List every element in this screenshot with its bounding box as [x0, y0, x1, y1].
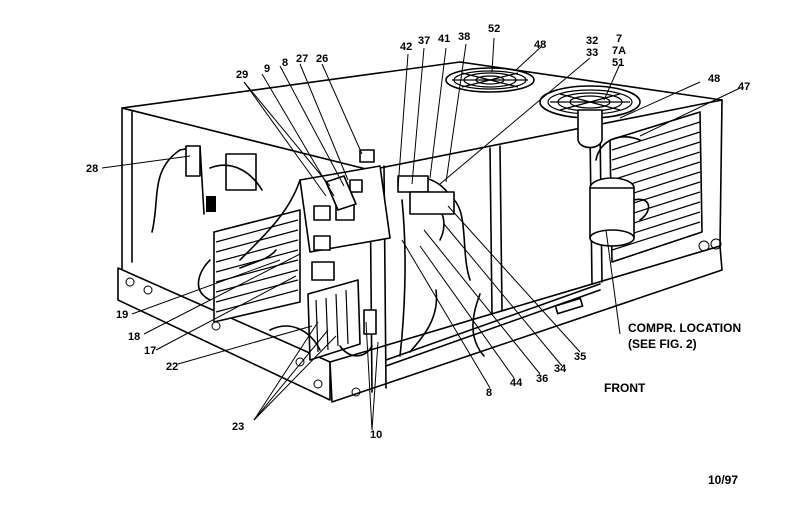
- callout-26: 26: [316, 53, 328, 65]
- callout-17: 17: [144, 345, 156, 357]
- control-box: [299, 149, 391, 281]
- callout-18: 18: [128, 331, 140, 343]
- callout-48-right: 48: [708, 73, 720, 85]
- leader-lines: [101, 37, 741, 431]
- callout-38: 38: [458, 31, 470, 43]
- callout-47: 47: [738, 81, 750, 93]
- callout-10: 10: [370, 429, 382, 441]
- callout-52: 52: [488, 23, 500, 35]
- callout-27: 27: [296, 53, 308, 65]
- notes: COMPR. LOCATION (SEE FIG. 2) FRONT 10/97: [604, 321, 741, 487]
- callout-23: 23: [232, 421, 244, 433]
- callout-28: 28: [86, 163, 98, 175]
- callout-51: 51: [612, 57, 624, 69]
- date-code: 10/97: [708, 473, 738, 487]
- callout-48-top: 48: [534, 39, 546, 51]
- callout-29: 29: [236, 69, 248, 81]
- compressor: [589, 136, 650, 247]
- callout-35: 35: [574, 351, 586, 363]
- callout-7: 7: [616, 33, 622, 45]
- burner-section: [269, 279, 377, 361]
- compressor-location-note: COMPR. LOCATION: [628, 321, 741, 335]
- blower-assembly: [397, 175, 485, 357]
- callout-labels: 52 48 32 33 7 7A 51 48 47 42 37 41 38 29…: [86, 23, 750, 441]
- callout-37: 37: [418, 35, 430, 47]
- condenser-fan: [539, 85, 641, 149]
- left-compartment: [151, 145, 301, 323]
- callout-42: 42: [400, 41, 412, 53]
- callout-8-top: 8: [282, 57, 288, 69]
- callout-7a: 7A: [612, 45, 626, 57]
- callout-32: 32: [586, 35, 598, 47]
- top-fan-grille: [445, 67, 535, 93]
- callout-19: 19: [116, 309, 128, 321]
- callout-33: 33: [586, 47, 598, 59]
- callout-36: 36: [536, 373, 548, 385]
- callout-9: 9: [264, 63, 270, 75]
- callout-22: 22: [166, 361, 178, 373]
- front-label: FRONT: [604, 381, 646, 395]
- callout-34: 34: [554, 363, 567, 375]
- compressor-location-ref: (SEE FIG. 2): [628, 337, 697, 351]
- callout-8-bottom: 8: [486, 387, 492, 399]
- callout-41: 41: [438, 33, 450, 45]
- callout-44: 44: [510, 377, 523, 389]
